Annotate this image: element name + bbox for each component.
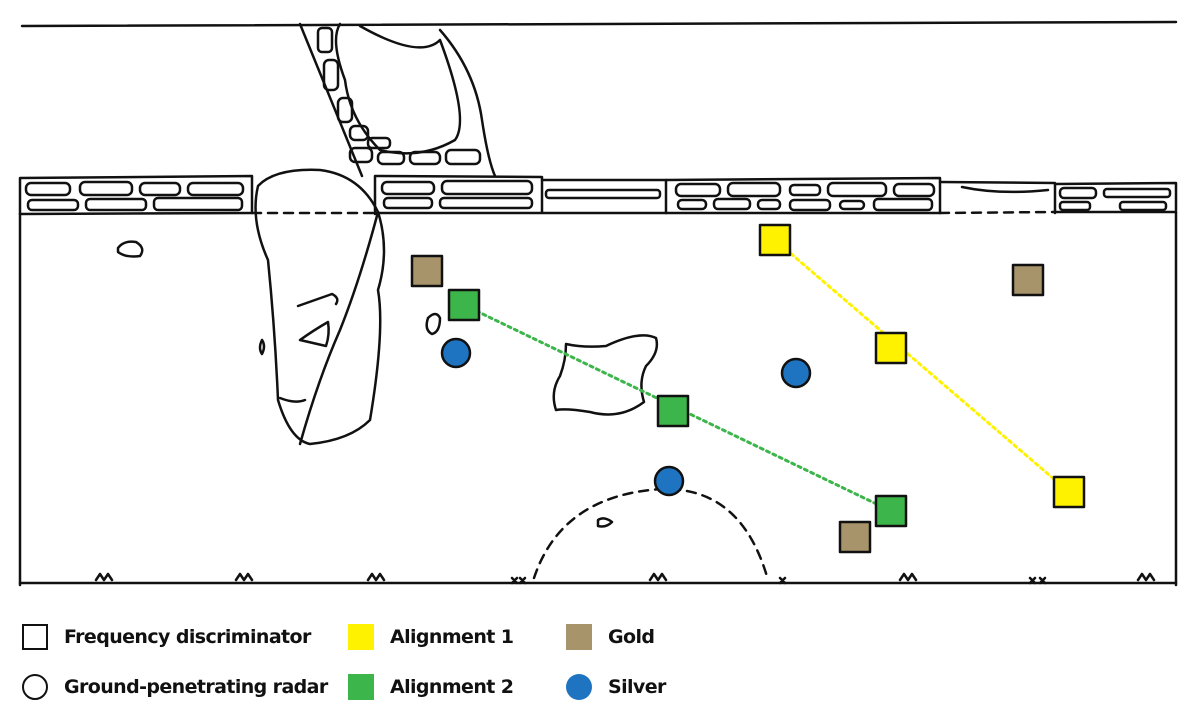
small-feature-3 (596, 517, 614, 528)
legend-alignment-2: Alignment 2 (348, 674, 514, 700)
silver-marker-1 (440, 337, 472, 369)
legend-ground-penetrating-radar: Ground-penetrating radar (22, 674, 328, 700)
gold-marker-1 (410, 254, 444, 288)
top-boundary-line (20, 20, 1178, 28)
silver-circle-icon (566, 674, 592, 700)
yellow-square-icon (348, 624, 374, 650)
gold-square-icon (566, 624, 592, 650)
gold-marker-2 (1011, 263, 1045, 297)
upper-channel-feature (298, 22, 497, 178)
central-feature (552, 334, 659, 416)
alignment-1-line (773, 238, 1071, 494)
green-square-icon (348, 674, 374, 700)
legend-frequency-discriminator: Frequency discriminator (22, 624, 311, 650)
site-plan-drawing (18, 20, 1178, 587)
silver-marker-3 (653, 465, 685, 497)
pit-feature-large (254, 168, 386, 446)
legend-label: Gold (608, 626, 655, 648)
lower-boundary (18, 210, 1178, 587)
legend-label: Ground-penetrating radar (64, 676, 328, 698)
gold-marker-3 (838, 520, 872, 554)
silver-marker-2 (780, 357, 812, 389)
legend-label: Silver (608, 676, 666, 698)
square-outline-icon (22, 624, 48, 650)
markers-layer (410, 223, 1086, 554)
legend-label: Alignment 1 (390, 626, 514, 648)
legend-gold: Gold (566, 624, 655, 650)
small-feature-2 (425, 312, 442, 336)
legend-silver: Silver (566, 674, 666, 700)
dashed-arc (532, 487, 770, 582)
legend-alignment-1: Alignment 1 (348, 624, 514, 650)
small-feature-1 (116, 240, 144, 258)
legend-label: Frequency discriminator (64, 626, 311, 648)
alignment-1-marker-3 (1052, 475, 1086, 509)
alignment-2-marker-1 (447, 288, 481, 322)
alignment-1-marker-1 (758, 223, 792, 257)
alignment-1-marker-2 (874, 331, 908, 365)
wall-band (18, 174, 1178, 216)
legend-label: Alignment 2 (390, 676, 514, 698)
circle-outline-icon (22, 674, 48, 700)
alignment-2-marker-3 (874, 494, 908, 528)
alignment-2-marker-2 (656, 394, 690, 428)
